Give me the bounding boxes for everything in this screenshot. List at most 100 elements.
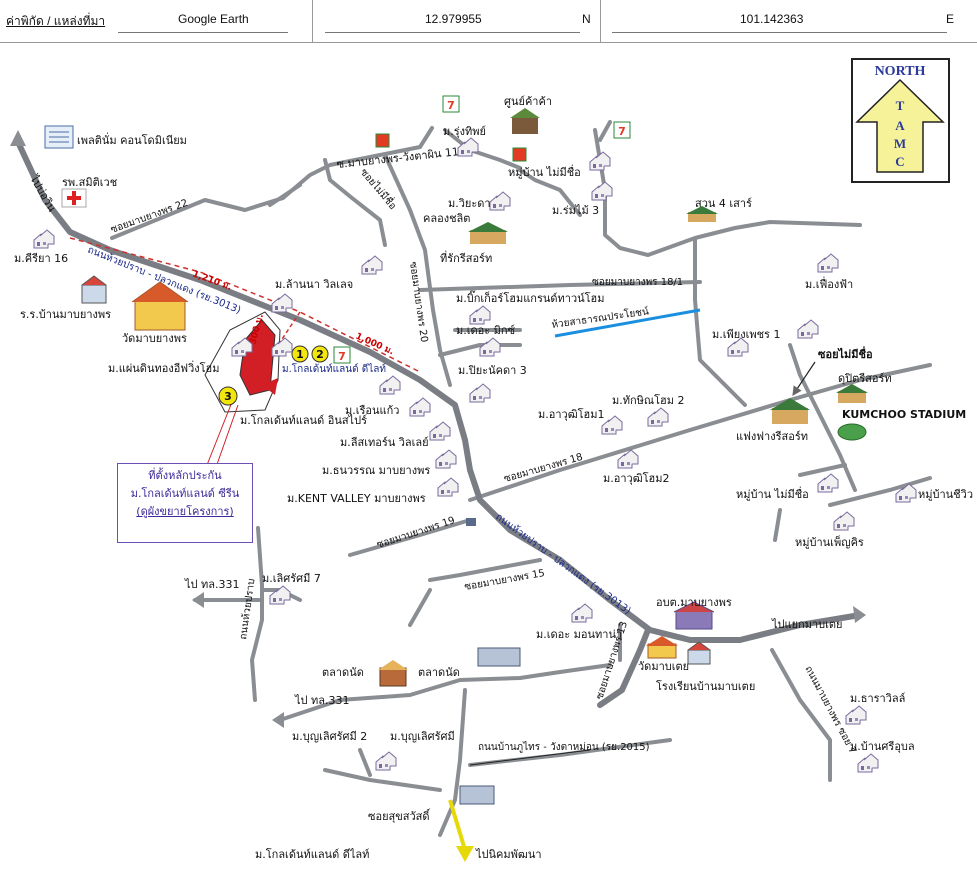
shop-icon [510,108,540,134]
place-label: ม.โกลเด้นท์แลนด์ ดีไลท์ [255,847,369,861]
condominium-icon [44,125,74,149]
direction-331-bottom: ไป ทล.331 [294,694,350,707]
place-label: ม.ทักษิณโฮม 2 [612,393,684,407]
house-icon [375,751,397,771]
house-icon [469,305,491,325]
house-icon [409,397,431,417]
place-label: ม.โกลเด้นท์แลนด์ ดีไลท์ [282,362,386,375]
house-icon [601,415,623,435]
road-label-soi-11: ซ.มาบยางพร-วังตาผิน 11 [336,145,460,171]
place-label: ม.บิ๊กเก็อร์โฮมแกรนด์ทาวน์โฮม [456,290,605,305]
distance-line [69,237,421,373]
minor-roads [110,120,932,837]
road-label-soi-19: ซอยมาบยางพร 19 [376,515,457,551]
coordinate-header: ค่าพิกัด / แหล่งที่มา Google Earth 12.97… [0,0,977,43]
government-icon [673,601,715,630]
note-line: ม.โกลเด้นท์แลนด์ ซีรีน [130,487,240,500]
svg-text:7: 7 [447,99,455,112]
school-icon [687,641,711,665]
place-label: หมู่บ้านเพ็ญคิร [795,535,864,549]
longitude-value: 101.142363 [740,12,804,26]
seven-eleven-icon [512,147,527,162]
house-icon [589,151,611,171]
stadium-icon [837,423,867,441]
place-label: ม.KENT VALLEY มาบยางพร [287,492,426,505]
hospital-icon [61,188,87,208]
house-icon [647,407,669,427]
direction-nikhom: ไปนิคมพัฒนา [475,848,542,861]
place-label: โรงเรียนบ้านมาบเตย [656,679,755,693]
house-icon [429,421,451,441]
house-icon [797,319,819,339]
resort-icon [468,222,508,244]
place-label: ม.เดอะ มอนทาน่า [536,628,622,641]
place-label: ม.คีรียา 16 [14,252,68,265]
place-label: ม.เลิศรัศมี 7 [262,572,321,585]
place-label: ม.แผ่นดินทองอีฟวิ่งโฮม [108,360,220,375]
latitude-suffix: N [582,12,591,26]
place-label: หมู่บ้าน ไม่มีชื่อ [736,486,809,501]
road-label-soi-22: ซอยมาบยางพร 22 [109,198,189,236]
direction-arrows [10,130,866,862]
market-icon [477,647,521,667]
marker-label: 1 [296,348,304,361]
house-icon [857,753,879,773]
house-icon [469,383,491,403]
place-label: ม.เรือนแก้ว [345,404,399,417]
seven-eleven-icon: 7 [613,121,631,139]
collateral-note: ที่ตั้งหลักประกัน ม.โกลเด้นท์แลนด์ ซีรีน… [117,463,253,543]
place-label: ม.บุญเลิศรัศมี [390,730,455,743]
place-label: วัดมาบยางพร [122,332,187,345]
seven-eleven-icon [375,133,390,148]
latitude-value: 12.979955 [425,12,482,26]
note-line: (ดูผังขยายโครงการ) [136,505,234,518]
project-parcel [204,311,281,413]
place-label: หมู่บ้าน ไม่มีชื่อ [508,164,581,179]
house-icon [833,511,855,531]
place-label: KUMCHOO STADIUM [842,408,966,421]
north-arrow-icon: NORTH T A M C [855,64,945,173]
place-label: ม.รุ่งทิพย์ [443,125,486,138]
place-label: หมู่บ้านชีวิว [918,488,973,501]
svg-text:7: 7 [338,350,346,363]
north-letter: T [896,98,905,113]
longitude-suffix: E [946,12,955,26]
svg-text:7: 7 [618,125,626,138]
place-label: ม.บ้านศรีอุบล [850,740,915,753]
road-label-soi-18-1: ซอยมาบยางพร 18/1 [592,277,683,288]
place-label: ม.อาวุฒิโฮม1 [538,407,605,421]
collateral-marker-3: 3 [218,386,238,406]
place-label: ม.โกลเด้นท์แลนด์ อินสไปร์ [240,413,367,427]
canal-label: คลองชลิต [423,212,470,225]
road-to-nikhom [448,799,467,851]
house-icon [271,293,293,313]
house-icon [361,255,383,275]
main-road [15,139,863,708]
house-icon [817,473,839,493]
direction-331-top: ไป ทล.331 [184,578,240,591]
place-label: แฟงฟางรีสอร์ท [736,430,808,443]
house-icon [817,253,839,273]
house-icon [571,603,593,623]
place-label: ดุปิตรีสอร์ท [838,372,892,385]
place-label: ตลาดนัด [322,666,364,679]
public-ditch-line [554,308,701,338]
market-icon [378,660,408,687]
seven-eleven-icon: 7 [333,346,351,364]
direction-bowin: ไปบ่อวิน [27,172,59,214]
coordinate-label: ค่าพิกัด / แหล่งที่มา [6,14,106,28]
place-label: ที่รักรีสอร์ท [440,250,492,265]
house-icon [435,449,457,469]
building-icon [459,785,495,805]
place-label: สวน 4 เสาร์ [695,197,752,210]
house-icon [33,229,55,249]
place-label: ม.เดอะ มิกซ์ [456,324,516,337]
road-label-suchawat: ซอยสุขสวัสดิ์ [368,808,431,823]
place-label: ม.ธาราวิลล์ [850,692,905,705]
school-icon [81,275,107,304]
place-label: ตลาดนัด [418,666,460,679]
marker-label: 2 [316,348,324,361]
road-label-soi-noname-2: ซอยไม่มีชื่อ [818,346,873,361]
place-label: ม.วิยะดา [448,197,491,210]
north-letter: C [895,154,904,169]
